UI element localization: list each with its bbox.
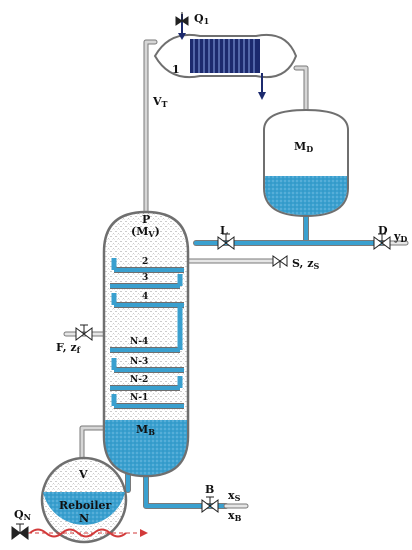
valve-q1-icon [175, 12, 189, 26]
valves [11, 12, 391, 540]
reflux-drum [263, 108, 349, 218]
valve-d-icon [373, 233, 391, 250]
trays [110, 258, 184, 409]
label-b: B [205, 483, 215, 496]
valve-s-icon [272, 255, 288, 268]
tray-label: 4 [142, 292, 149, 302]
tray-label: N-3 [130, 357, 149, 367]
tray-label: N-2 [130, 375, 149, 385]
label-mb: MB [136, 423, 155, 437]
reboiler [14, 456, 148, 544]
label-p: P [142, 213, 151, 226]
label-reboiler: Reboiler [59, 499, 112, 512]
label-xs: xS [228, 489, 241, 503]
label-xb: xB [228, 509, 242, 523]
tray-label: N-1 [130, 393, 149, 403]
label-f-zf: F, zf [56, 341, 81, 355]
tray-label: N-4 [130, 337, 149, 347]
condenser [153, 14, 298, 100]
label-v: V [79, 468, 88, 481]
label-q1: Q1 [194, 12, 210, 26]
condenser-coil-icon [190, 39, 260, 73]
label-md: MD [294, 140, 314, 154]
label-s-zs: S, zS [292, 257, 320, 271]
column [102, 210, 190, 478]
tray-label: 3 [142, 273, 149, 283]
label-condenser-number: 1 [172, 63, 180, 76]
label-vt: VT [153, 95, 168, 109]
tray-label: 2 [142, 257, 149, 267]
label-yd: yD [394, 230, 408, 244]
valve-b-icon [201, 496, 219, 513]
valve-qn-icon [11, 523, 29, 540]
label-l: L [220, 224, 228, 237]
label-d: D [378, 224, 388, 237]
valve-l-icon [217, 233, 235, 250]
valve-f-icon [75, 324, 93, 341]
label-n: N [79, 512, 90, 525]
label-mv: (MV) [131, 225, 160, 239]
label-qn: QN [14, 508, 31, 522]
